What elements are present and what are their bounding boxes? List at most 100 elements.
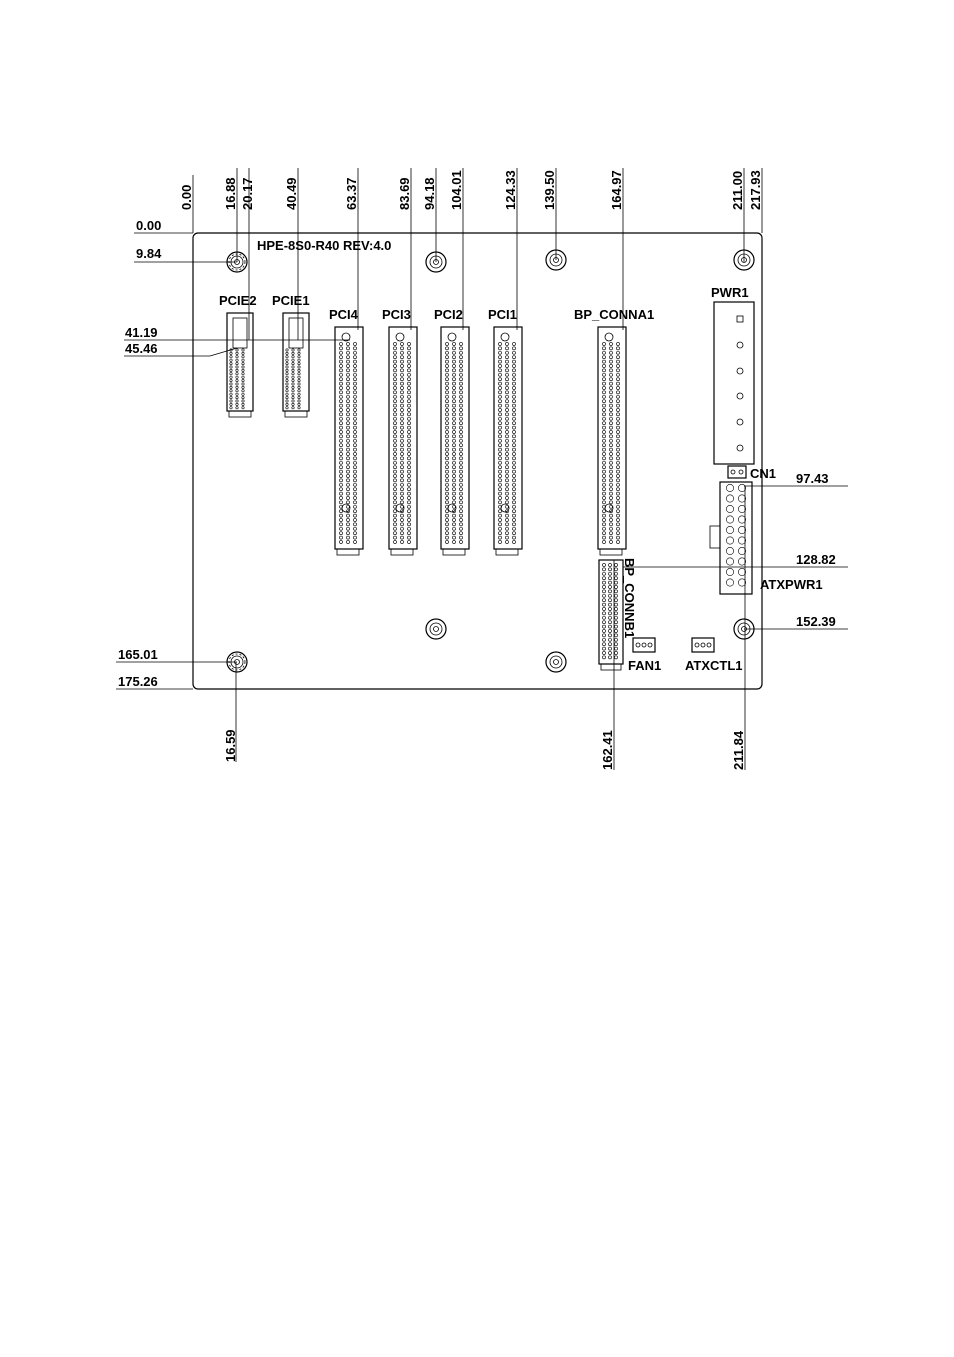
pin bbox=[512, 439, 515, 442]
pin bbox=[346, 435, 349, 438]
dim-top-1: 16.88 bbox=[223, 177, 238, 210]
pin bbox=[616, 342, 619, 345]
pin bbox=[236, 396, 238, 398]
pin bbox=[602, 444, 605, 447]
pin bbox=[602, 426, 605, 429]
pin bbox=[614, 594, 617, 597]
pin bbox=[602, 577, 605, 580]
pin bbox=[346, 369, 349, 372]
pin bbox=[459, 422, 462, 425]
pin bbox=[452, 404, 455, 407]
pin bbox=[459, 369, 462, 372]
pin bbox=[452, 452, 455, 455]
atxctl1-connector bbox=[692, 638, 714, 652]
pin bbox=[738, 495, 745, 502]
pin bbox=[602, 413, 605, 416]
pin bbox=[339, 395, 342, 398]
atxpwr1-connector bbox=[710, 482, 752, 594]
top-dimension-lines bbox=[193, 168, 762, 340]
pin bbox=[286, 359, 288, 361]
pin bbox=[505, 466, 508, 469]
pin bbox=[353, 404, 356, 407]
pin bbox=[445, 422, 448, 425]
pin bbox=[339, 474, 342, 477]
pin bbox=[407, 501, 410, 504]
pin bbox=[339, 347, 342, 350]
pin bbox=[616, 452, 619, 455]
pin bbox=[498, 386, 501, 389]
pin bbox=[393, 386, 396, 389]
pin bbox=[353, 426, 356, 429]
pin bbox=[602, 563, 605, 566]
dim-left-0: 0.00 bbox=[136, 218, 161, 233]
pin bbox=[738, 484, 745, 491]
pin bbox=[400, 470, 403, 473]
pin bbox=[400, 505, 403, 508]
pin bbox=[616, 492, 619, 495]
pin bbox=[445, 435, 448, 438]
pin bbox=[286, 352, 288, 354]
pin bbox=[498, 417, 501, 420]
pin bbox=[602, 369, 605, 372]
pin bbox=[445, 518, 448, 521]
pin bbox=[726, 526, 733, 533]
pin bbox=[609, 404, 612, 407]
pin bbox=[512, 483, 515, 486]
pin bbox=[339, 488, 342, 491]
pin bbox=[512, 360, 515, 363]
pin bbox=[512, 514, 515, 517]
pin bbox=[298, 349, 300, 351]
pin bbox=[445, 479, 448, 482]
pin bbox=[512, 496, 515, 499]
pin bbox=[407, 466, 410, 469]
pin bbox=[393, 452, 396, 455]
dim-top-5: 83.69 bbox=[397, 177, 412, 210]
pin bbox=[339, 483, 342, 486]
pin bbox=[292, 349, 294, 351]
pin bbox=[339, 404, 342, 407]
pin bbox=[400, 452, 403, 455]
pin bbox=[292, 366, 294, 368]
pin bbox=[616, 360, 619, 363]
pin bbox=[452, 395, 455, 398]
pin bbox=[602, 408, 605, 411]
pin bbox=[407, 452, 410, 455]
pin bbox=[459, 488, 462, 491]
pin bbox=[400, 501, 403, 504]
pin bbox=[512, 382, 515, 385]
pin bbox=[236, 403, 238, 405]
pin bbox=[452, 479, 455, 482]
pin bbox=[400, 404, 403, 407]
pin bbox=[393, 391, 396, 394]
pin bbox=[400, 369, 403, 372]
pin bbox=[616, 356, 619, 359]
pin bbox=[407, 483, 410, 486]
pin bbox=[602, 638, 605, 641]
pin bbox=[616, 439, 619, 442]
pin bbox=[602, 488, 605, 491]
pin bbox=[498, 461, 501, 464]
pin bbox=[459, 466, 462, 469]
mounting-hole bbox=[426, 619, 446, 639]
dim-top-11: 211.00 bbox=[730, 171, 745, 210]
pin bbox=[236, 400, 238, 402]
pin bbox=[459, 342, 462, 345]
pin bbox=[400, 514, 403, 517]
pin bbox=[346, 457, 349, 460]
pin bbox=[339, 461, 342, 464]
pin bbox=[498, 413, 501, 416]
pin bbox=[609, 364, 612, 367]
pin bbox=[400, 391, 403, 394]
pin bbox=[452, 386, 455, 389]
pin bbox=[353, 347, 356, 350]
pin bbox=[602, 634, 605, 637]
pin bbox=[346, 540, 349, 543]
pin bbox=[609, 347, 612, 350]
pin bbox=[602, 651, 605, 654]
pin bbox=[353, 474, 356, 477]
bp-connb1-connector bbox=[599, 560, 623, 670]
pin bbox=[393, 347, 396, 350]
pin bbox=[602, 568, 605, 571]
pin bbox=[242, 373, 244, 375]
pin bbox=[602, 536, 605, 539]
